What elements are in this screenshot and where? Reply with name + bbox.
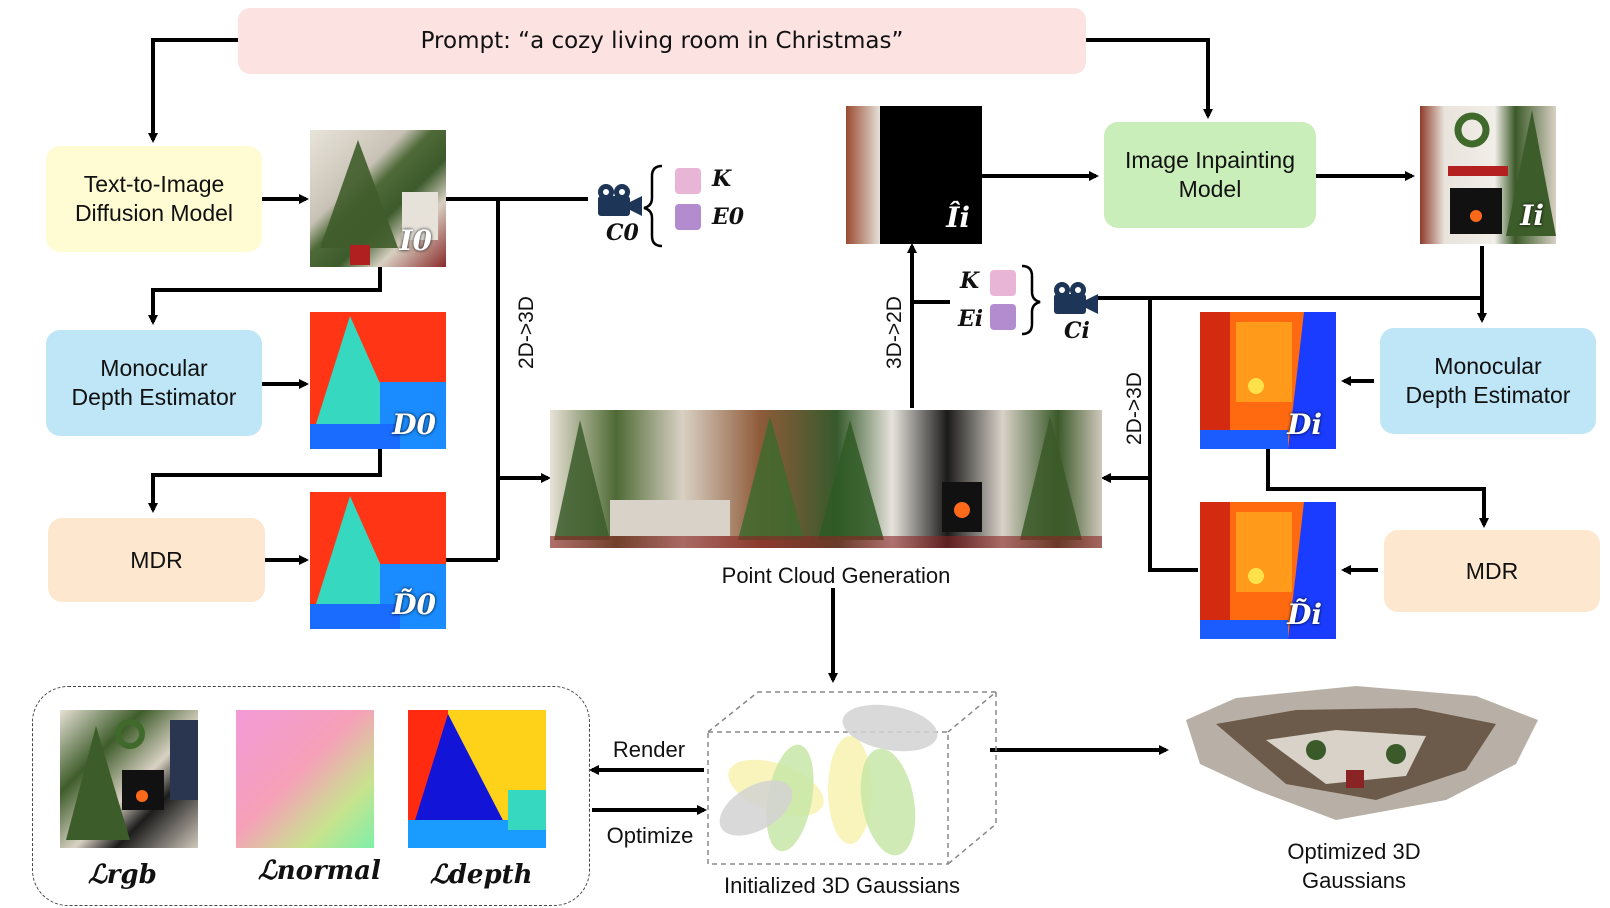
text-to-image-model: Text-to-Image Diffusion Model <box>46 146 262 252</box>
visible-strip <box>846 106 880 244</box>
e0-label: E0 <box>712 204 745 230</box>
refined-depth-tree-shape <box>310 492 446 629</box>
initialized-gaussians-caption: Initialized 3D Gaussians <box>723 873 960 898</box>
loss-rgb: ℒrgb <box>88 860 157 890</box>
render-depth-shape <box>408 710 546 848</box>
e-chip-right <box>990 304 1016 330</box>
i0-label: I0 <box>399 224 432 257</box>
camera-ci-icon <box>1054 282 1098 314</box>
optimized-gaussians-scene <box>1186 686 1538 820</box>
render-normal <box>236 710 374 848</box>
ii-label: Ii <box>1520 199 1544 232</box>
loss-panel <box>32 686 590 906</box>
image-inpainting-model: Image Inpainting Model <box>1104 122 1316 228</box>
optimize-label: Optimize <box>606 823 694 848</box>
k-chip-right <box>990 270 1016 296</box>
christmas-tree-icon <box>320 140 438 265</box>
prompt-box: Prompt: “a cozy living room in Christmas… <box>238 8 1086 74</box>
optimized-gaussians-caption: Optimized 3D Gaussians <box>1287 839 1421 893</box>
monocular-depth-estimator-left: Monocular Depth Estimator <box>46 330 262 436</box>
ci-label: Ci <box>1064 318 1090 344</box>
refined-depth-di-shape <box>1200 502 1336 639</box>
render-rgb <box>60 710 198 848</box>
render-depth <box>408 710 546 848</box>
prompt-text: Prompt: “a cozy living room in Christmas… <box>420 28 904 54</box>
render-rgb-scene <box>66 719 198 840</box>
ei-label: Ei <box>958 306 984 332</box>
depth-map-d0: D0 <box>310 312 446 449</box>
refined-depth-di-tilde: D̃i <box>1200 502 1336 639</box>
monocular-depth-estimator-right: Monocular Depth Estimator <box>1380 328 1596 434</box>
mdr-right: MDR <box>1384 530 1600 612</box>
refined-depth-d0-tilde: D̃0 <box>310 492 446 629</box>
initialized-gaussians-box <box>707 691 999 865</box>
k-label-right: K <box>960 268 980 294</box>
fireplace-scene <box>1448 110 1556 236</box>
point-cloud-caption: Point Cloud Generation <box>721 563 951 588</box>
di-label: Di <box>1287 408 1322 441</box>
c0-label: C0 <box>606 220 639 246</box>
inpainted-image-ii: Ii <box>1420 106 1556 244</box>
depth-map-di: Di <box>1200 312 1336 449</box>
label-2d-to-3d-right: 2D->3D <box>1123 372 1146 445</box>
point-cloud-panorama <box>550 410 1102 548</box>
i-hat-label: Îi <box>946 201 970 234</box>
depth-tree-shape <box>310 312 446 449</box>
label-2d-to-3d-left: 2D->3D <box>515 296 538 369</box>
loss-depth: ℒdepth <box>430 860 533 890</box>
label-3d-to-2d: 3D->2D <box>883 296 906 369</box>
k-label-left: K <box>712 166 732 192</box>
k-chip-left <box>675 168 701 194</box>
camera-c0-icon <box>598 184 642 216</box>
initial-image-i0: I0 <box>310 130 446 267</box>
depth-di-shape <box>1200 312 1336 449</box>
panorama-decoration <box>550 416 1102 548</box>
di-tilde-label: D̃i <box>1287 598 1322 631</box>
render-label: Render <box>612 737 686 762</box>
masked-image-i-hat: Îi <box>846 106 982 244</box>
mdr-left: MDR <box>48 518 265 602</box>
e-chip-left <box>675 204 701 230</box>
d0-label: D0 <box>392 408 436 441</box>
loss-normal: ℒnormal <box>258 856 381 886</box>
d0-tilde-label: D̃0 <box>392 588 436 621</box>
